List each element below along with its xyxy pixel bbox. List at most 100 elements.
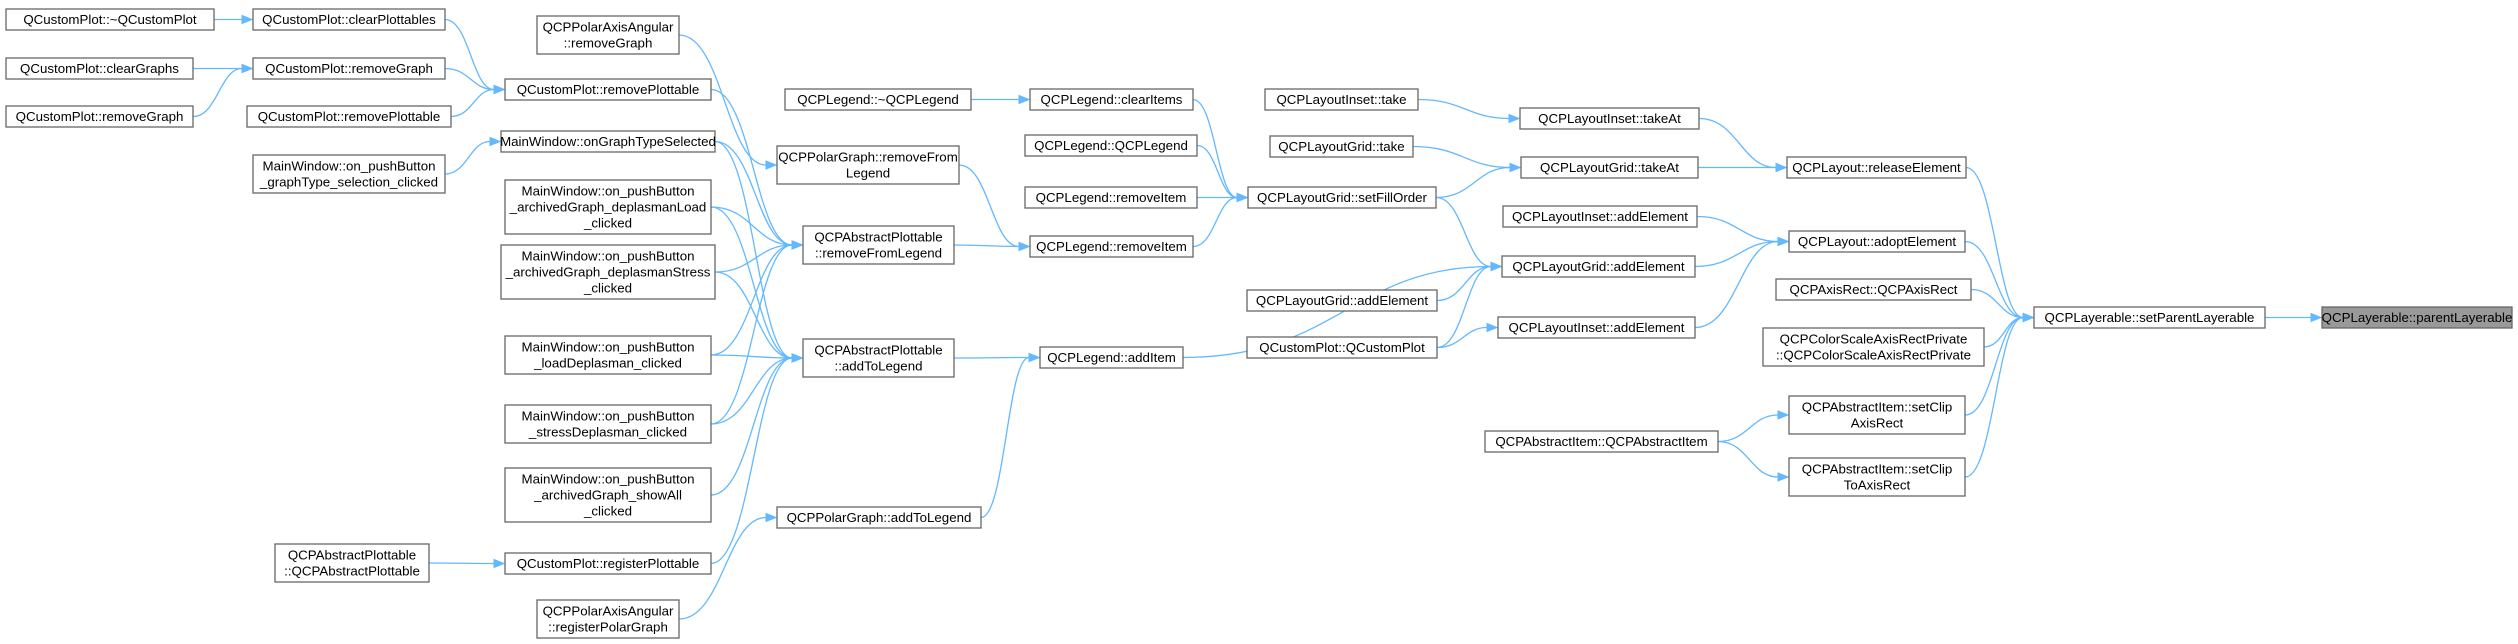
edge-line bbox=[1182, 265, 1492, 359]
node-cp-removePlottable-mid[interactable]: QCustomPlot::removePlottable bbox=[246, 105, 452, 128]
edge-mw-graphType-to-mw-onGraphTypeSelected bbox=[444, 136, 502, 175]
node-label: MainWindow::onGraphTypeSelected bbox=[500, 134, 716, 149]
node-label: QCustomPlot::removeGraph bbox=[265, 61, 433, 76]
node-label: QCustomPlot::removePlottable bbox=[517, 82, 700, 97]
arrow-head bbox=[493, 84, 506, 95]
arrow-head bbox=[1490, 261, 1503, 272]
node-label: MainWindow::on_pushButton bbox=[522, 408, 695, 423]
node-li-take[interactable]: QCPLayoutInset::take bbox=[1264, 88, 1419, 111]
node-mw-deplasmanStress[interactable]: MainWindow::on_pushButton_archivedGraph_… bbox=[500, 244, 716, 300]
node-lg-clearItems[interactable]: QCPLegend::clearItems bbox=[1029, 88, 1194, 111]
node-label: ::removeGraph bbox=[564, 35, 653, 50]
node-box bbox=[246, 105, 452, 128]
node-mw-stressDeplasman[interactable]: MainWindow::on_pushButton_stressDeplasma… bbox=[504, 404, 712, 444]
edge-line bbox=[710, 354, 793, 359]
node-label: QCPAbstractPlottable bbox=[814, 229, 942, 244]
node-li-addElement-bottom[interactable]: QCPLayoutInset::addElement bbox=[1497, 316, 1696, 339]
node-label: ::registerPolarGraph bbox=[548, 619, 668, 634]
edge-line bbox=[1436, 265, 1492, 302]
edge-line bbox=[710, 206, 793, 359]
edge-ai-setClipToAxisRect-to-lay-setParentLayerable bbox=[1964, 312, 2035, 478]
node-lg-addItem[interactable]: QCPLegend::addItem bbox=[1039, 346, 1184, 369]
node-lay-adoptElement[interactable]: QCPLayout::adoptElement bbox=[1788, 230, 1966, 253]
node-cp-dtor[interactable]: QCustomPlot::~QCustomPlot bbox=[5, 8, 215, 31]
node-lgr-take[interactable]: QCPLayoutGrid::take bbox=[1269, 135, 1414, 158]
node-label: QCustomPlot::clearPlottables bbox=[262, 12, 436, 27]
node-label: QCPLegend::~QCPLegend bbox=[797, 92, 959, 107]
node-mw-onGraphTypeSelected[interactable]: MainWindow::onGraphTypeSelected bbox=[500, 130, 716, 153]
edge-line bbox=[714, 271, 793, 359]
node-box bbox=[1788, 395, 1966, 435]
node-label: QCustomPlot::clearGraphs bbox=[20, 61, 179, 76]
node-cp-registerPlottable[interactable]: QCustomPlot::registerPlottable bbox=[504, 552, 712, 575]
edge-cp-registerPlottable-to-ap-addToLegend bbox=[710, 353, 804, 565]
edge-mw-showAll-to-ap-addToLegend bbox=[710, 353, 804, 496]
node-ai-ctor[interactable]: QCPAbstractItem::QCPAbstractItem bbox=[1484, 430, 1719, 453]
node-label: QCPLayoutInset::addElement bbox=[1512, 209, 1688, 224]
node-cp-clearGraphs[interactable]: QCustomPlot::clearGraphs bbox=[5, 57, 194, 80]
node-cp-ctor[interactable]: QCustomPlot::QCustomPlot bbox=[1246, 336, 1438, 359]
node-paa-removeGraph[interactable]: QCPPolarAxisAngular::removeGraph bbox=[536, 15, 680, 55]
node-lgr-addElement-main[interactable]: QCPLayoutGrid::addElement bbox=[1501, 255, 1696, 278]
node-lg-dtor[interactable]: QCPLegend::~QCPLegend bbox=[784, 88, 972, 111]
node-paa-registerPolarGraph[interactable]: QCPPolarAxisAngular::registerPolarGraph bbox=[536, 599, 680, 639]
edge-line bbox=[1694, 240, 1779, 268]
node-csarp-ctor[interactable]: QCPColorScaleAxisRectPrivate::QCPColorSc… bbox=[1762, 327, 1985, 367]
node-lg-removeItem-b[interactable]: QCPLegend::removeItem bbox=[1029, 235, 1194, 258]
node-lay-releaseElement[interactable]: QCPLayout::releaseElement bbox=[1786, 156, 1967, 179]
node-label: _archivedGraph_deplasmanStress bbox=[505, 264, 711, 279]
node-lay-parentLayerable[interactable]: QCPLayerable::parentLayerable bbox=[2321, 306, 2513, 329]
node-mw-showAll[interactable]: MainWindow::on_pushButton_archivedGraph_… bbox=[504, 467, 712, 523]
node-box bbox=[1786, 156, 1967, 179]
node-lg-removeItem-a[interactable]: QCPLegend::removeItem bbox=[1024, 186, 1198, 209]
node-cp-removePlottable-main[interactable]: QCustomPlot::removePlottable bbox=[504, 78, 712, 101]
arrow-head bbox=[1777, 472, 1790, 482]
edge-line bbox=[714, 244, 793, 273]
node-ap-removeFromLegend[interactable]: QCPAbstractPlottable::removeFromLegend bbox=[802, 225, 955, 265]
node-box bbox=[252, 8, 446, 31]
node-cp-clearPlottables[interactable]: QCustomPlot::clearPlottables bbox=[252, 8, 446, 31]
arrow-head bbox=[241, 63, 254, 74]
node-lgr-takeAt[interactable]: QCPLayoutGrid::takeAt bbox=[1520, 156, 1699, 179]
node-label: ToAxisRect bbox=[1844, 477, 1911, 492]
node-ap-addToLegend[interactable]: QCPAbstractPlottable::addToLegend bbox=[802, 338, 955, 378]
node-lgr-setFillOrder[interactable]: QCPLayoutGrid::setFillOrder bbox=[1247, 186, 1437, 209]
edge-line bbox=[980, 356, 1030, 519]
node-label: QCPColorScaleAxisRectPrivate bbox=[1780, 331, 1968, 346]
edge-lg-removeItem-b-to-lgr-setFillOrder bbox=[1192, 192, 1249, 248]
arrow-head bbox=[489, 136, 502, 147]
node-label: QCPLayout::adoptElement bbox=[1798, 234, 1956, 249]
node-li-addElement-top[interactable]: QCPLayoutInset::addElement bbox=[1502, 205, 1698, 228]
node-ar-ctor[interactable]: QCPAxisRect::QCPAxisRect bbox=[1775, 278, 1972, 301]
node-lay-setParentLayerable[interactable]: QCPLayerable::setParentLayerable bbox=[2033, 306, 2266, 329]
node-cp-removeGraph-mid[interactable]: QCustomPlot::removeGraph bbox=[252, 57, 446, 80]
node-lgr-addElement-left[interactable]: QCPLayoutGrid::addElement bbox=[1246, 289, 1438, 312]
edge-line bbox=[710, 88, 793, 246]
edge-line bbox=[710, 357, 793, 425]
node-mw-graphType[interactable]: MainWindow::on_pushButton_graphType_sele… bbox=[252, 154, 446, 194]
node-pg-removeFromLegend[interactable]: QCPPolarGraph::removeFromLegend bbox=[776, 145, 960, 185]
node-ap-ctor[interactable]: QCPAbstractPlottable::QCPAbstractPlottab… bbox=[274, 543, 430, 583]
node-box bbox=[252, 57, 446, 80]
node-pg-addToLegend[interactable]: QCPPolarGraph::addToLegend bbox=[776, 506, 982, 529]
edge-layer bbox=[192, 14, 2323, 620]
node-box bbox=[504, 78, 712, 101]
node-box bbox=[2033, 306, 2266, 329]
node-li-takeAt[interactable]: QCPLayoutInset::takeAt bbox=[1519, 107, 1700, 130]
edge-cp-dtor-to-cp-clearPlottables bbox=[213, 14, 254, 25]
arrow-head bbox=[2310, 312, 2323, 323]
node-box bbox=[776, 506, 982, 529]
edge-ap-addToLegend-to-lg-addItem bbox=[953, 352, 1041, 363]
edge-line bbox=[953, 244, 1020, 248]
edge-line bbox=[1196, 144, 1238, 199]
arrow-head bbox=[241, 14, 254, 25]
node-lg-ctor[interactable]: QCPLegend::QCPLegend bbox=[1024, 134, 1198, 157]
node-mw-loadDeplasman[interactable]: MainWindow::on_pushButton_loadDeplasman_… bbox=[504, 335, 712, 375]
node-label: QCPLayerable::parentLayerable bbox=[2322, 310, 2513, 325]
node-mw-deplasmanLoad[interactable]: MainWindow::on_pushButton_archivedGraph_… bbox=[504, 179, 712, 235]
edge-lgr-setFillOrder-to-lgr-takeAt bbox=[1435, 162, 1522, 199]
node-cp-removeGraph-left[interactable]: QCustomPlot::removeGraph bbox=[5, 105, 194, 128]
